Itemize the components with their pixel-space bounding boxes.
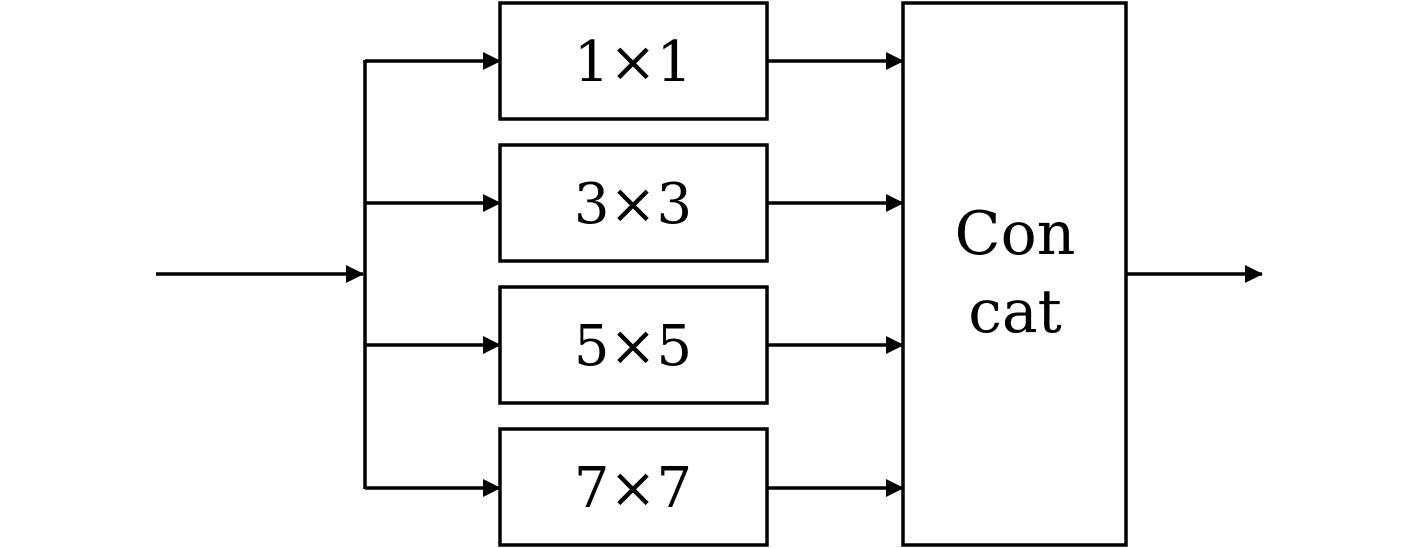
- concat-box: Con cat: [901, 1, 1128, 547]
- conv-box-1x1: 1×1: [498, 1, 769, 121]
- conv-box-3x3: 3×3: [498, 143, 769, 263]
- conv-box-label: 3×3: [574, 172, 692, 237]
- concat-label-line1: Con: [955, 199, 1076, 269]
- conv-box-7x7: 7×7: [498, 427, 769, 547]
- conv-box-5x5: 5×5: [498, 285, 769, 405]
- conv-box-label: 5×5: [574, 314, 692, 379]
- conv-box-label: 1×1: [574, 30, 692, 95]
- concat-label-line2: cat: [968, 277, 1062, 347]
- conv-box-label: 7×7: [574, 456, 692, 521]
